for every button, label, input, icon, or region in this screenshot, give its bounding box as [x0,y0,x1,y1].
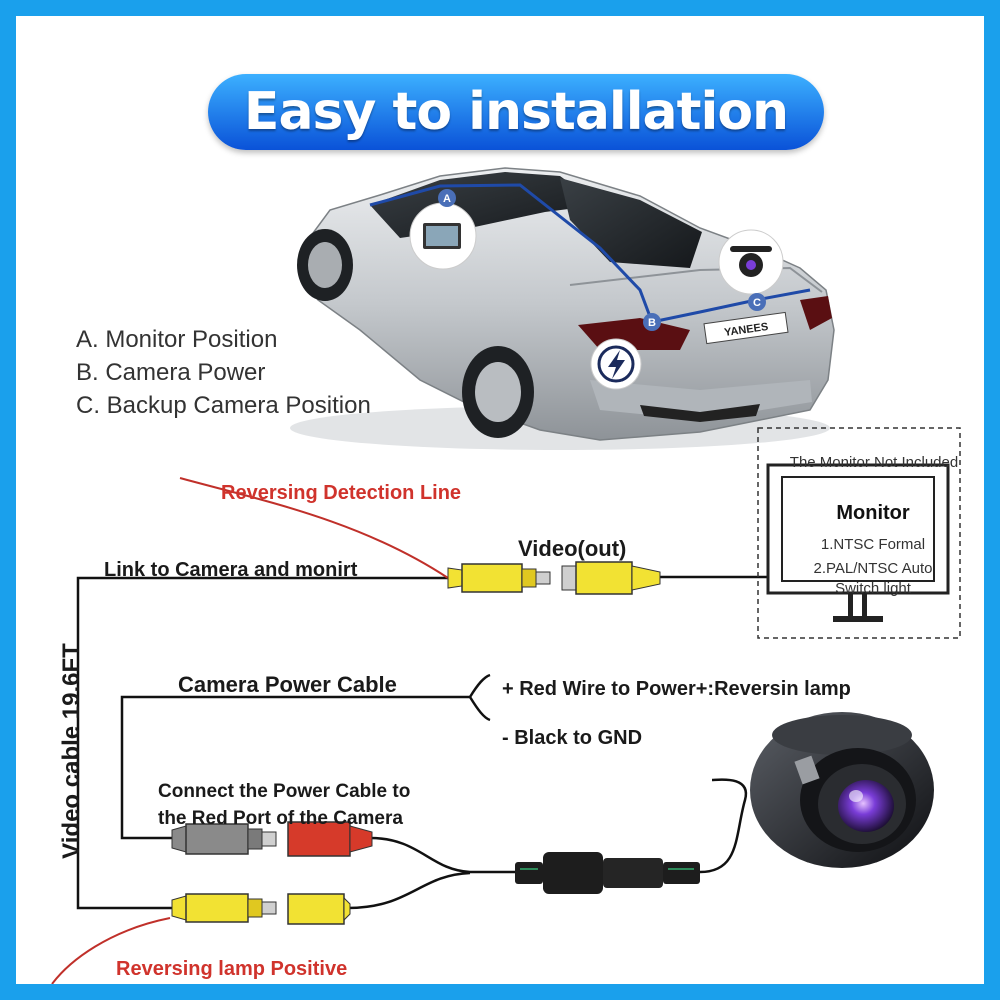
license-plate [703,311,789,345]
video-out-label: Video(out) [518,536,627,561]
monitor-dashed-box [757,427,961,639]
backup-camera [750,712,934,868]
power-inset [590,338,642,390]
tail-light-right [800,296,832,330]
red-wire-label: + Red Wire to Power+:Reversin lamp [502,678,851,700]
power-cable-label: Camera Power Cable [178,672,397,697]
camera-inset [718,229,784,295]
svg-text:C: C [753,297,761,309]
marker-a: A [438,189,456,207]
monitor-spec-1: 1.NTSC Formal [820,536,926,553]
front-rim [308,242,342,288]
svg-text:A: A [443,193,451,205]
monitor-stand-right [862,593,867,618]
reversing-lamp-wire [51,917,171,984]
legend-item-a: A. Monitor Position [76,326,278,353]
rca-pair-video [447,561,661,595]
monitor-spec-2: 2.PAL/NTSC Auto [813,560,933,577]
rca-pair-power [171,821,373,857]
exhaust [640,404,760,422]
red-lead-branch [468,673,491,698]
video-cable-length-label: Video cable 19.6FT [58,643,85,859]
rear-rim [475,362,521,422]
power-cable [120,695,470,840]
lightning-bolt-icon [608,350,625,379]
cable-junction-module [515,852,700,894]
monitor-not-included-note: The Monitor Not Included [789,454,959,471]
connect-instruction-line2: the Red Port of the Camera [158,808,403,829]
legend-item-c: C. Backup Camera Position [76,392,371,419]
black-lead-branch [468,696,491,722]
page-title: Easy to installation [243,82,789,142]
svg-text:B: B [648,317,656,329]
connect-instruction-line1: Connect the Power Cable to [158,781,411,802]
monitor-title: Monitor [836,502,910,524]
title-banner: Easy to installation [208,74,824,150]
wire-set [76,575,768,910]
monitor-screen-inner [781,476,935,582]
link-label: Link to Camera and monirt [104,559,358,581]
wiring-diagram: YANEES [51,167,961,984]
reversing-detection-line-label: Reversing Detection Line [221,482,462,504]
yellow-merge [347,871,471,910]
reversing-lamp-label: Reversing lamp Positive [116,958,348,980]
reversing-detection-wire [179,477,449,579]
camera-lead [699,778,748,874]
marker-c: C [748,293,766,311]
monitor-stand-left [848,593,853,618]
monitor-inset [409,202,477,270]
monitor-base [833,616,883,622]
black-wire-label: - Black to GND [502,727,643,749]
legend-item-b: B. Camera Power [76,359,266,386]
car-illustration: YANEES [290,167,835,450]
monitor-spec-3: Switch light [835,580,911,597]
red-merge [369,836,515,874]
cable-route [369,183,811,324]
rca-pair-lamp [171,893,351,925]
monitor-block [757,427,961,639]
video-cable [76,576,450,910]
marker-b: B [643,313,661,331]
